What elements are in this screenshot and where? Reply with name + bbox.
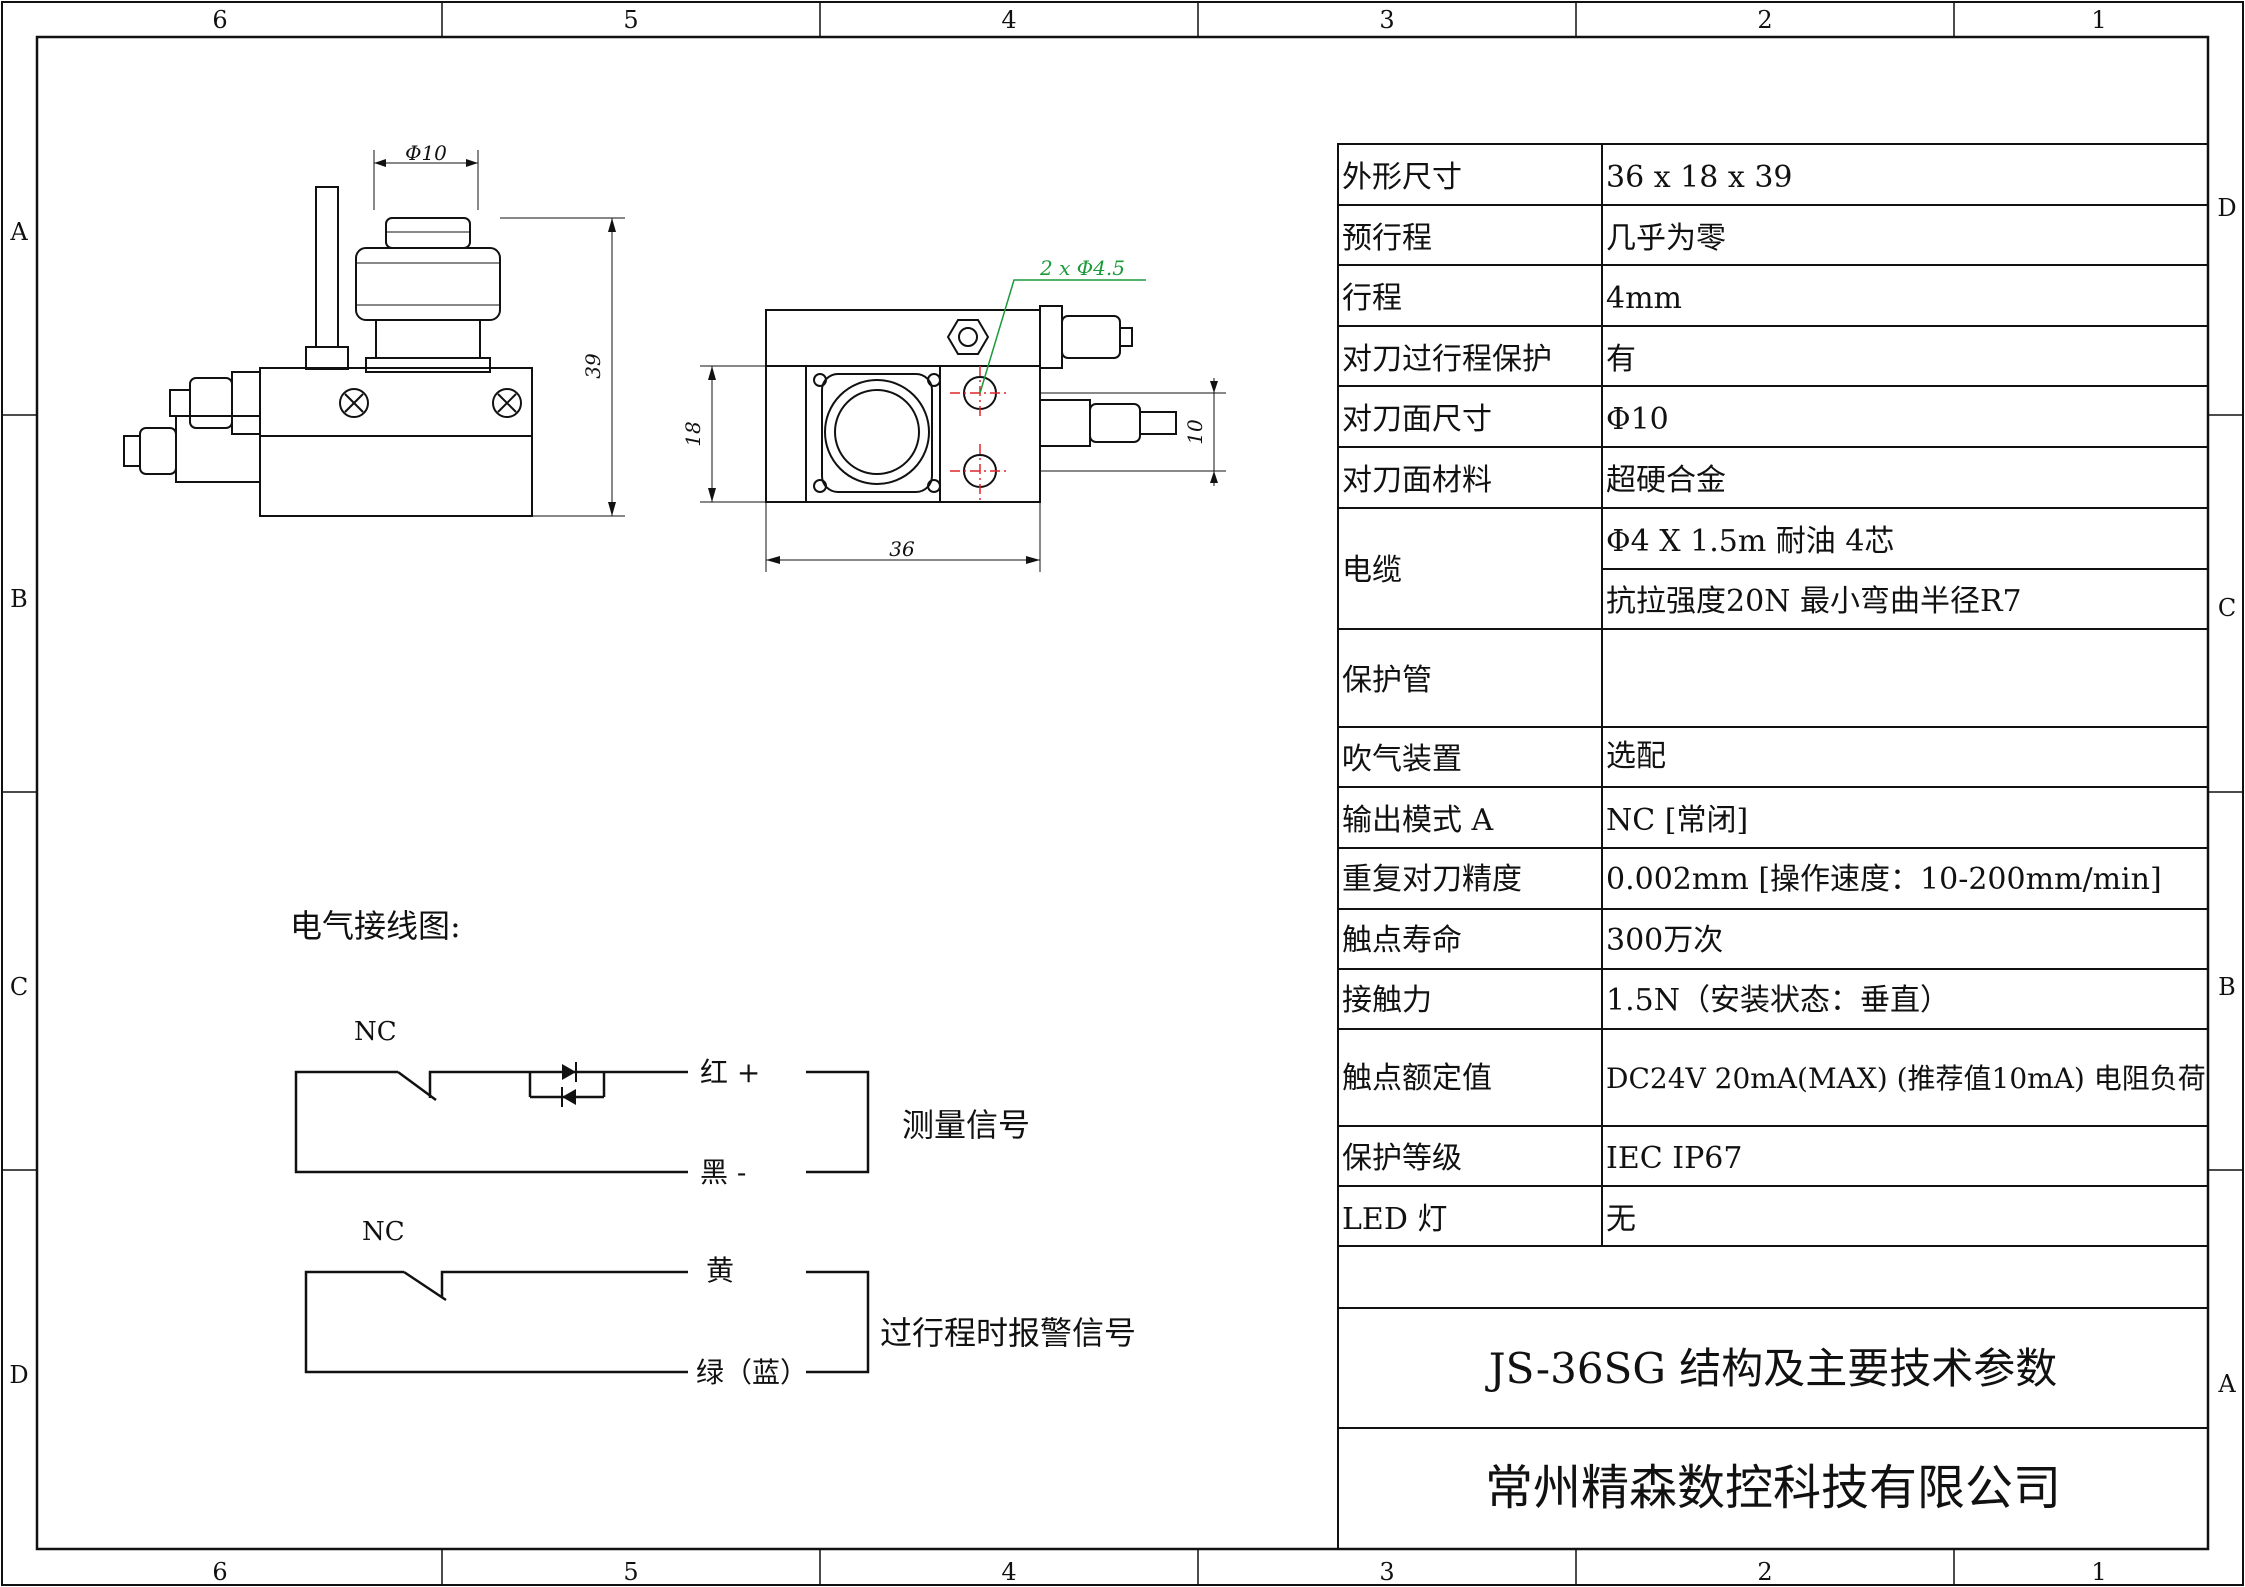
border-col-bottom-5: 5 (623, 1558, 638, 1586)
border-row-right-B: B (2218, 973, 2236, 1001)
spec-label: 电缆 (1342, 553, 1402, 588)
spec-table-grid (1337, 143, 2209, 1550)
spec-label: 对刀过行程保护 (1342, 342, 1552, 377)
spec-value: 无 (1606, 1202, 1636, 1237)
border-col-bottom-4: 4 (1001, 1558, 1016, 1586)
spec-value: Φ4 X 1.5m 耐油 4芯 (1606, 524, 1894, 559)
dim-36-label: 36 (889, 537, 915, 561)
border-row-right-D: D (2217, 194, 2236, 222)
border-col-bottom-3: 3 (1379, 1558, 1394, 1586)
spec-label: 行程 (1342, 281, 1402, 316)
wire-green-label: 绿（蓝） (696, 1356, 808, 1389)
border-col-top-6: 6 (212, 6, 227, 34)
spec-value: 几乎为零 (1606, 221, 1726, 256)
wiring-title: 电气接线图: (290, 907, 461, 945)
border-row-left-C: C (10, 973, 28, 1001)
spec-value: 选配 (1606, 739, 1666, 774)
front-view-drawing (123, 150, 625, 517)
spec-label: 接触力 (1342, 983, 1432, 1018)
spec-value: 0.002mm [操作速度：10-200mm/min] (1606, 862, 2162, 897)
wiring-circuit-measure (294, 1062, 870, 1174)
spec-value: 300万次 (1606, 923, 1723, 958)
spec-label: 触点额定值 (1342, 1061, 1492, 1096)
border-col-top-3: 3 (1379, 6, 1394, 34)
spec-value: IEC IP67 (1606, 1141, 1742, 1176)
border-row-left-B: B (10, 585, 28, 613)
border-col-bottom-2: 2 (1757, 1558, 1772, 1586)
spec-label: 触点寿命 (1342, 923, 1462, 958)
spec-label: LED 灯 (1342, 1202, 1447, 1237)
border-row-right-A: A (2217, 1370, 2236, 1398)
spec-label: 重复对刀精度 (1342, 862, 1522, 897)
center-lines (950, 366, 1010, 500)
company-name: 常州精森数控科技有限公司 (1485, 1460, 2061, 1516)
border-col-top-5: 5 (623, 6, 638, 34)
dim-holes-label: 2 x Φ4.5 (1039, 256, 1125, 280)
dim-10-label: 10 (1183, 419, 1207, 445)
dim-18-label: 18 (681, 421, 705, 446)
spec-value: DC24V 20mA(MAX) (推荐值10mA) 电阻负荷 (1606, 1062, 2206, 1095)
border-col-top-1: 1 (2091, 6, 2106, 34)
border-col-top-4: 4 (1001, 6, 1016, 34)
alarm-signal-label: 过行程时报警信号 (880, 1314, 1136, 1352)
dim-39-label: 39 (581, 353, 605, 379)
drawing-title: JS-36SG 结构及主要技术参数 (1485, 1344, 2057, 1393)
wire-black-label: 黑 - (700, 1156, 746, 1189)
measure-signal-label: 测量信号 (902, 1106, 1030, 1144)
border-col-bottom-6: 6 (212, 1558, 227, 1586)
spec-label: 预行程 (1342, 221, 1432, 256)
spec-value: 有 (1606, 342, 1636, 377)
spec-value: Φ10 (1606, 402, 1669, 437)
top-view-drawing (700, 305, 1226, 572)
spec-label: 吹气装置 (1342, 742, 1462, 777)
wire-yellow-label: 黄 (706, 1254, 734, 1287)
spec-value: 4mm (1606, 281, 1682, 316)
spec-label: 输出模式 A (1342, 803, 1494, 838)
spec-label: 对刀面尺寸 (1342, 402, 1492, 437)
border-row-right-C: C (2218, 594, 2236, 622)
spec-value: 36 x 18 x 39 (1606, 160, 1793, 195)
wiring-nc-label-2: NC (362, 1217, 405, 1247)
spec-label: 对刀面材料 (1342, 463, 1492, 498)
spec-label: 保护等级 (1342, 1141, 1462, 1176)
spec-value: 1.5N（安装状态：垂直） (1606, 983, 1950, 1018)
wiring-nc-label-1: NC (354, 1017, 397, 1047)
wiring-circuit-alarm (304, 1270, 870, 1374)
border-col-top-2: 2 (1757, 6, 1772, 34)
spec-label: 保护管 (1342, 663, 1432, 698)
hole-leader (979, 279, 1146, 394)
spec-value-2: 抗拉强度20N 最小弯曲半径R7 (1606, 584, 2022, 619)
wire-red-label: 红 + (700, 1056, 760, 1089)
spec-table: 外形尺寸 36 x 18 x 39 预行程 几乎为零 行程 4mm 对刀过行程保… (1342, 160, 2206, 1237)
dim-phi10-label: Φ10 (405, 141, 447, 165)
spec-value: NC [常闭] (1606, 803, 1748, 838)
border-col-bottom-1: 1 (2091, 1558, 2106, 1586)
border-row-left-A: A (9, 218, 28, 246)
border-row-left-D: D (9, 1361, 28, 1389)
spec-label: 外形尺寸 (1342, 160, 1462, 195)
spec-value: 超硬合金 (1606, 463, 1726, 498)
